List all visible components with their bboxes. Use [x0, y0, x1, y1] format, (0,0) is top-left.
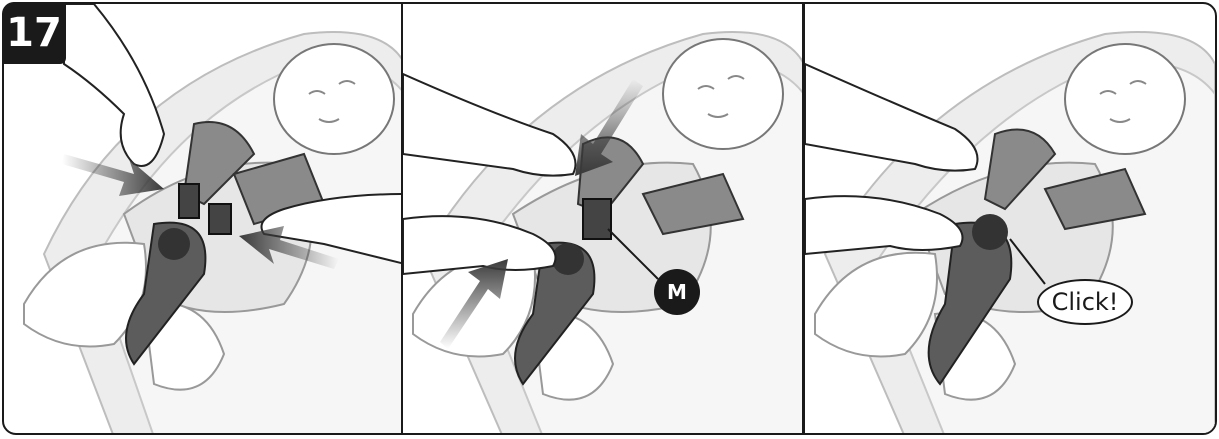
panel-a-illustration: [4, 4, 403, 435]
step-number-badge: 17: [2, 2, 66, 64]
panel-step-b: M: [403, 2, 804, 435]
buckle-tongue-left: [179, 184, 199, 218]
callout-m-badge: M: [654, 269, 700, 315]
panel-step-a: [2, 2, 403, 435]
buckle-button: [158, 228, 190, 260]
buckle-joined: [583, 199, 611, 239]
baby-head: [1065, 44, 1185, 154]
click-sound-bubble: Click!: [1037, 279, 1133, 325]
baby-head: [663, 39, 783, 149]
panel-b-illustration: [403, 4, 804, 435]
buckle-tongue-right: [209, 204, 231, 234]
baby-head: [274, 44, 394, 154]
panel-c-illustration: [805, 4, 1215, 435]
hand-left: [64, 4, 164, 166]
buckle-button: [972, 214, 1008, 250]
panel-step-c: Click!: [803, 2, 1217, 435]
buckle-button: [552, 243, 584, 275]
